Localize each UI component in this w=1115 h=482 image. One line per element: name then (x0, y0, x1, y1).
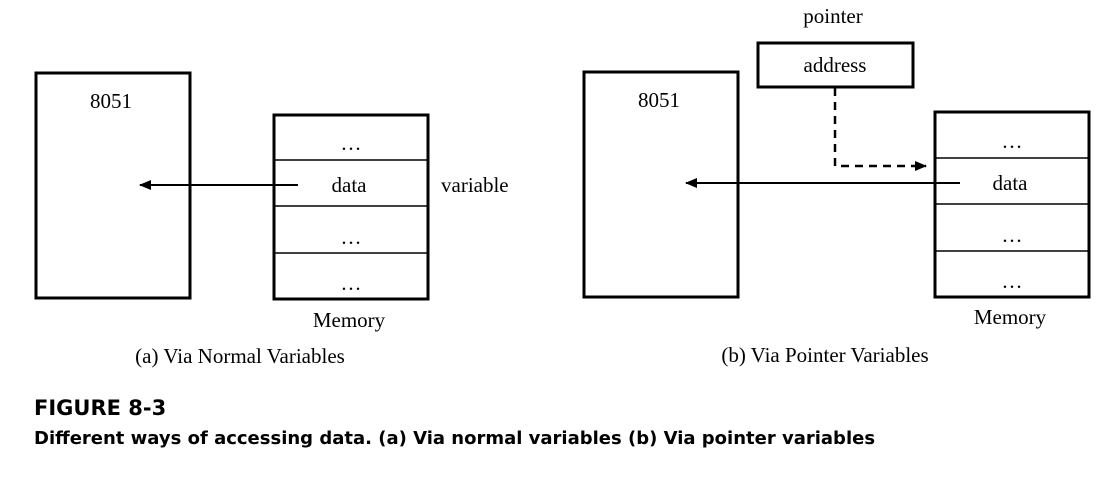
cpu-label-a: 8051 (90, 89, 132, 113)
memory-cell-1: … (341, 131, 362, 155)
memory-block-a: … data … … (272, 113, 430, 301)
caption-a: (a) Via Normal Variables (135, 344, 345, 368)
memory-label-a: Memory (313, 308, 386, 332)
memory-cell-data: data (993, 171, 1029, 195)
memory-cell-4: … (341, 271, 362, 295)
pointer-box (756, 41, 915, 89)
pointer-label: pointer (803, 4, 862, 28)
panel-a: 8051 … data … … variable Memory (a) Via … (34, 71, 509, 368)
figure-description: Different ways of accessing data. (a) Vi… (34, 428, 876, 449)
memory-outline-a (272, 113, 430, 301)
memory-label-b: Memory (974, 305, 1047, 329)
figure-title: FIGURE 8-3 (34, 396, 167, 420)
memory-cell-data: data (332, 173, 368, 197)
variable-label: variable (441, 173, 509, 197)
memory-access-diagram: 8051 … data … … variable Memory (a) Via … (34, 4, 1091, 368)
panel-b: pointer address 8051 … data … … Memory (… (582, 4, 1091, 367)
memory-block-b: … data … … (933, 110, 1091, 299)
memory-cell-1: … (1002, 129, 1023, 153)
cpu-label-b: 8051 (638, 88, 680, 112)
memory-cell-4: … (1002, 269, 1023, 293)
cpu-box-b (582, 70, 740, 299)
pointer-dashed-arrow (833, 88, 927, 171)
pointer-address: address (804, 53, 867, 77)
memory-cell-3: … (1002, 223, 1023, 247)
memory-cell-3: … (341, 225, 362, 249)
caption-b: (b) Via Pointer Variables (721, 343, 928, 367)
